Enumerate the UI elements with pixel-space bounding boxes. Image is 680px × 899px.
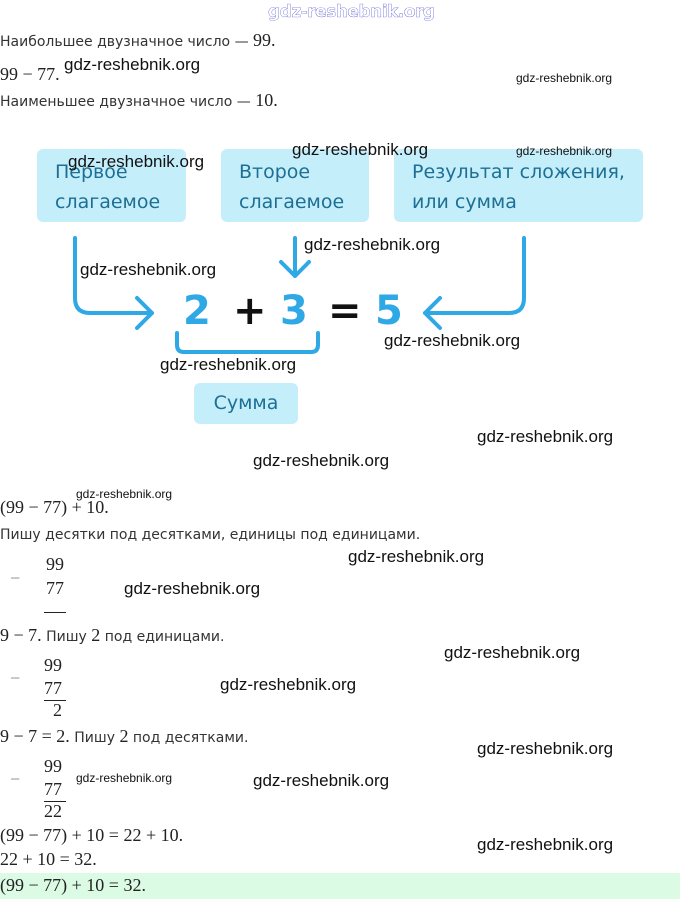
col1-result-line <box>44 612 66 613</box>
equation-equals: = <box>328 288 362 334</box>
step1-text2: под единицами. <box>100 629 225 645</box>
largest-value: 99. <box>253 30 276 50</box>
arrow-first-to-2 <box>73 236 154 330</box>
box-second-line2: слагаемое <box>239 191 345 213</box>
col1-subtrahend: 77 <box>46 578 64 598</box>
step1-math: 9 − 7. <box>0 625 42 645</box>
watermark: gdz-reshebnik.org <box>292 140 429 159</box>
answer-row: (99 − 77) + 10 = 32. <box>0 873 680 899</box>
watermark: gdz-reshebnik.org <box>220 675 357 694</box>
watermark: gdz-reshebnik.org <box>516 144 613 158</box>
watermark: gdz-reshebnik.org <box>444 643 581 662</box>
solution-line-1: (99 − 77) + 10 = 22 + 10. <box>0 825 184 845</box>
arrow-second-to-3 <box>279 236 311 278</box>
watermark: gdz-reshebnik.org <box>384 331 521 350</box>
col3-result: 22 <box>44 801 62 821</box>
watermark: gdz-reshebnik.org <box>477 835 614 854</box>
watermark: gdz-reshebnik.org <box>64 55 201 74</box>
sum-bracket <box>175 331 320 354</box>
watermark: gdz-reshebnik.org <box>477 427 614 446</box>
watermark: gdz-reshebnik.org <box>76 487 173 501</box>
col2-subtrahend: 77 <box>44 678 62 698</box>
step2-num: 2 <box>119 726 129 746</box>
watermark: gdz-reshebnik.org <box>253 771 390 790</box>
col2-result-line <box>44 700 66 701</box>
answer-text: (99 − 77) + 10 = 32. <box>0 875 146 895</box>
box-first-line2: слагаемое <box>55 191 161 213</box>
step2-text: Пишу <box>69 730 120 746</box>
watermark: gdz-reshebnik.org <box>76 771 173 785</box>
watermark: gdz-reshebnik.org <box>253 451 390 470</box>
arrow-result-to-5 <box>423 236 526 330</box>
box-result-line2: или сумма <box>412 191 517 213</box>
watermark: gdz-reshebnik.org <box>516 71 613 85</box>
watermark: gdz-reshebnik.org <box>304 235 441 254</box>
box-second-line1: Второе <box>239 161 311 183</box>
box-first-addend: Первое слагаемое <box>37 149 186 222</box>
largest-number-line: Наибольшее двузначное число — 99. <box>0 30 276 51</box>
step2-math: 9 − 7 = 2. <box>0 726 70 746</box>
smallest-label: Наименьшее двузначное число — <box>0 94 256 110</box>
watermark: gdz-reshebnik.org <box>80 260 217 279</box>
watermark: gdz-reshebnik.org <box>68 152 205 171</box>
site-watermark-header: gdz-reshebnik.org <box>268 2 435 22</box>
step2-line: 9 − 7 = 2. Пишу 2 под десятками. <box>0 726 248 747</box>
watermark: gdz-reshebnik.org <box>477 739 614 758</box>
step1-line: 9 − 7. Пишу 2 под единицами. <box>0 625 224 646</box>
col2-minuend: 99 <box>44 655 62 675</box>
watermark: gdz-reshebnik.org <box>160 355 297 374</box>
equation-plus: + <box>233 288 267 334</box>
equation-addend-b: 3 <box>280 288 308 334</box>
col3-result-line <box>44 801 66 802</box>
step1-num: 2 <box>91 625 101 645</box>
col3-subtrahend: 77 <box>44 779 62 799</box>
difference-expression: 99 − 77. <box>0 64 60 84</box>
box-result-line1: Результат сложения, <box>412 161 625 183</box>
sum-label-box: Сумма <box>194 383 298 424</box>
step1-text: Пишу <box>41 629 92 645</box>
col3-minuend: 99 <box>44 756 62 776</box>
note-align-columns: Пишу десятки под десятками, единицы под … <box>0 527 421 543</box>
box-sum-result: Результат сложения, или сумма <box>394 149 643 222</box>
smallest-value: 10. <box>255 90 278 110</box>
smallest-number-line: Наименьшее двузначное число — 10. <box>0 90 278 111</box>
col1-minus-sign: − <box>10 568 21 588</box>
solution-line-2: 22 + 10 = 32. <box>0 849 97 869</box>
largest-label: Наибольшее двузначное число — <box>0 34 254 50</box>
col3-minus-sign: − <box>10 769 21 789</box>
equation-sum: 5 <box>375 288 403 334</box>
equation-addend-a: 2 <box>183 288 211 334</box>
watermark: gdz-reshebnik.org <box>124 579 261 598</box>
col2-minus-sign: − <box>10 668 21 688</box>
col2-result: 2 <box>53 700 62 720</box>
box-first-line1: Первое <box>55 161 128 183</box>
step2-text2: под десятками. <box>128 730 249 746</box>
box-second-addend: Второе слагаемое <box>221 149 369 222</box>
col1-minuend: 99 <box>46 554 64 574</box>
solution-expression: (99 − 77) + 10. <box>0 497 109 517</box>
watermark: gdz-reshebnik.org <box>348 547 485 566</box>
